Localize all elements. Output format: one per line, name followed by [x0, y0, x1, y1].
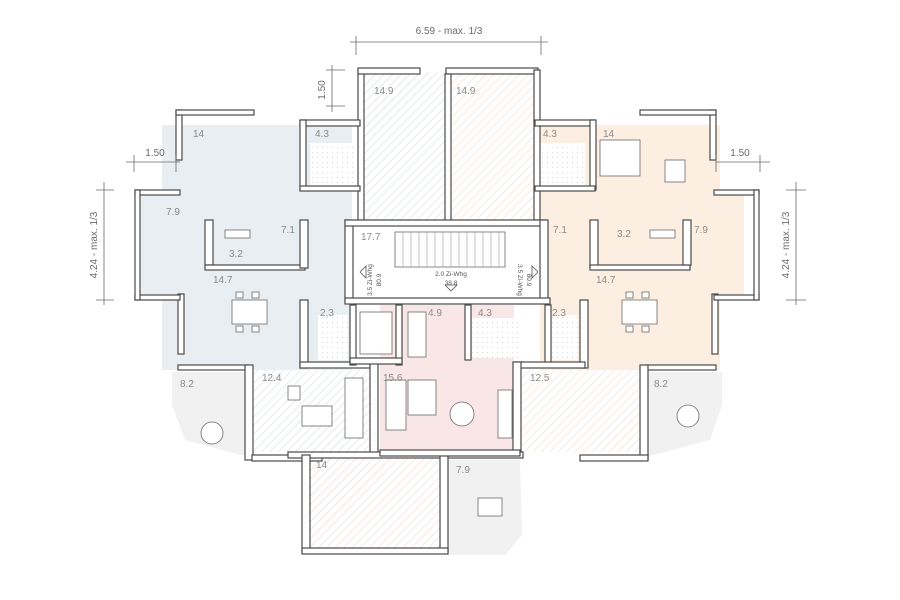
room-label: 3.2 — [617, 229, 631, 240]
room-label: 14.9 — [456, 86, 476, 97]
room-label: 12.5 — [530, 373, 550, 384]
room-label: 7.1 — [281, 225, 295, 236]
stair-left-label: 3.5 Zi-Whg — [367, 264, 374, 296]
stair-right-label: 3.5 Zi-Whg — [516, 264, 523, 296]
room-label: 3.2 — [229, 249, 243, 260]
room-label: 14.7 — [596, 275, 616, 286]
room-label: 7.9 — [166, 207, 180, 218]
staircase: 2.0 Zi-Whg 38.8 3.5 Zi-Whg 80.9 3.5 Zi-W… — [359, 231, 539, 296]
stair-left-value: 80.9 — [376, 273, 383, 286]
dimension-left-vertical: 4.24 - max. 1/3 — [89, 211, 100, 278]
wc-w — [318, 315, 348, 360]
wc-e — [548, 315, 578, 360]
room-labels: 14.9 14.9 14 4.3 4.3 14 7.9 7.1 3.2 17.7… — [166, 86, 708, 476]
room-label: 12.4 — [262, 373, 282, 384]
room-label: 8.2 — [654, 379, 668, 390]
room-label: 14 — [603, 129, 615, 140]
room-label: 7.9 — [456, 465, 470, 476]
stair-center-label: 2.0 Zi-Whg — [435, 271, 467, 278]
room-label: 4.3 — [543, 129, 557, 140]
dimension-top: 6.59 - max. 1/3 — [416, 26, 483, 37]
dimension-lines — [96, 36, 806, 305]
stair-right-value: 80.9 — [525, 274, 532, 287]
unit-east-bedroom-north — [452, 72, 536, 222]
room-label: 14.9 — [374, 86, 394, 97]
balcony-west — [172, 372, 252, 458]
room-label: 4.3 — [478, 308, 492, 319]
room-label: 2.3 — [320, 308, 334, 319]
stair-center-value: 38.8 — [445, 280, 458, 287]
room-label: 4.9 — [428, 308, 442, 319]
room-label: 14 — [193, 129, 205, 140]
bath-s — [472, 318, 520, 358]
room-label: 17.7 — [361, 232, 381, 243]
room-label: 14 — [316, 460, 328, 471]
room-label: 14.7 — [213, 275, 233, 286]
dimension-bay-right: 1.50 — [730, 148, 750, 159]
walls — [134, 67, 760, 555]
bath-ne — [540, 143, 585, 188]
dimension-bay-top: 1.50 — [317, 80, 328, 100]
room-label: 7.9 — [694, 225, 708, 236]
bath-nw — [310, 143, 355, 188]
unit-east-bay — [716, 195, 744, 295]
furniture — [200, 139, 700, 517]
room-label: 8.2 — [180, 379, 194, 390]
dimension-bay-left: 1.50 — [145, 148, 165, 159]
room-label: 2.3 — [552, 308, 566, 319]
room-label: 7.1 — [553, 225, 567, 236]
unit-west-bay — [140, 195, 165, 295]
unit-east-bedroom-south — [522, 370, 640, 452]
dimension-right-vertical: 4.24 - max. 1/3 — [781, 211, 792, 278]
room-label: 4.3 — [315, 129, 329, 140]
unit-south-bedroom — [310, 453, 440, 548]
room-label: 15.6 — [383, 373, 403, 384]
unit-west-bedroom-north — [362, 72, 446, 222]
